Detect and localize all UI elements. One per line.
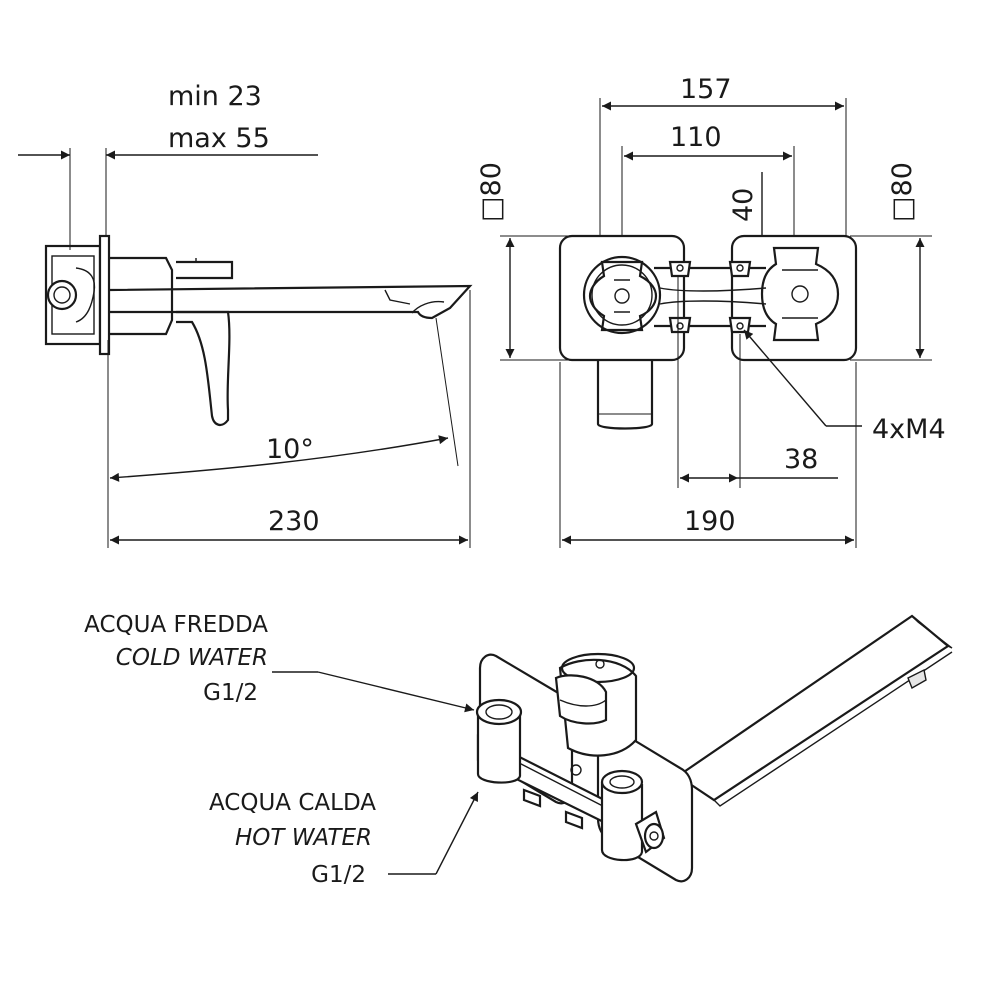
dim-190-label: 190 bbox=[684, 506, 736, 537]
hot-water-thread: G1/2 bbox=[311, 862, 366, 888]
square-80-left-label: □80 bbox=[476, 162, 507, 222]
inlet-labels: ACQUA FREDDA COLD WATER G1/2 ACQUA CALDA… bbox=[84, 612, 376, 888]
hot-water-label-en: HOT WATER bbox=[235, 825, 372, 851]
dim-157-label: 157 bbox=[680, 74, 732, 105]
angle-label: 10° bbox=[266, 434, 314, 465]
isometric-view bbox=[272, 614, 953, 883]
cold-water-label-en: COLD WATER bbox=[116, 645, 268, 671]
dim-38-label: 38 bbox=[784, 444, 818, 475]
length-230-label: 230 bbox=[268, 506, 320, 537]
side-view: min 23 max 55 10° 230 bbox=[18, 81, 473, 548]
hot-water-label-it: ACQUA CALDA bbox=[209, 790, 376, 816]
square-80-right-label: □80 bbox=[887, 162, 918, 222]
dim-110-label: 110 bbox=[670, 122, 722, 153]
front-view: 157 110 □80 □80 40 bbox=[476, 74, 946, 548]
min-depth-label: min 23 bbox=[168, 81, 262, 112]
cold-water-thread: G1/2 bbox=[203, 680, 258, 706]
cold-water-label-it: ACQUA FREDDA bbox=[84, 612, 268, 638]
screws-label: 4xM4 bbox=[872, 414, 946, 445]
dim-40-label: 40 bbox=[728, 188, 759, 222]
max-depth-label: max 55 bbox=[168, 123, 270, 154]
